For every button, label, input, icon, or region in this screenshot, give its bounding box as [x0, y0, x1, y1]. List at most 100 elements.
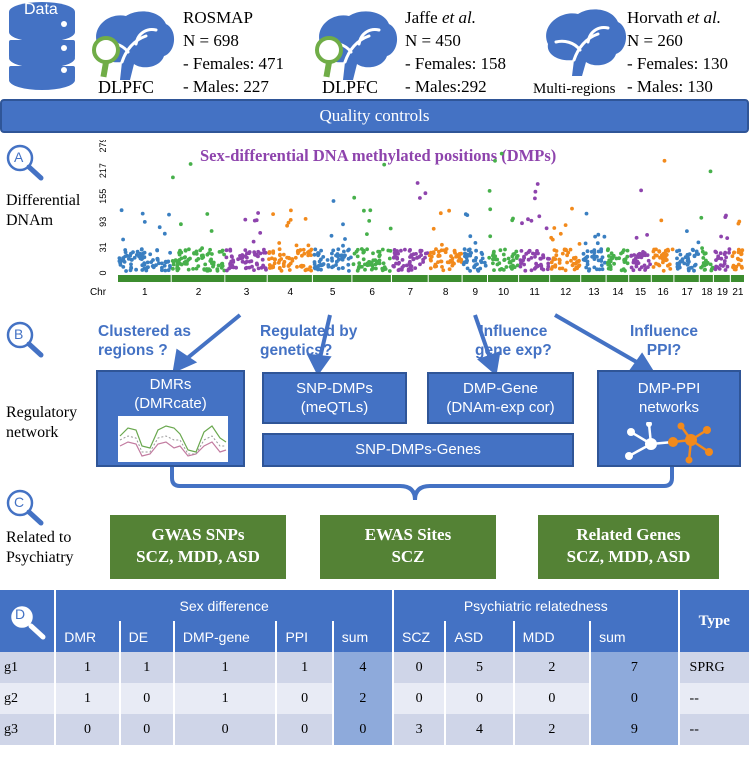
- dmp-point: [249, 259, 254, 264]
- dmp-point: [468, 269, 472, 273]
- dmp-point: [396, 268, 401, 273]
- dmp-point: [397, 260, 401, 265]
- snp-dmps-genes-box: SNP-DMPs-Genes: [262, 433, 574, 467]
- chromosome-label: 7: [408, 287, 414, 298]
- dmp-point: [680, 257, 685, 262]
- manhattan-title: Sex-differential DNA methylated position…: [200, 146, 557, 165]
- gwas-subtitle: SCZ, MDD, ASD: [136, 547, 260, 566]
- dmp-point: [609, 251, 614, 256]
- dmp-point: [319, 267, 323, 272]
- dmp-point: [367, 219, 372, 223]
- dmp-point: [387, 269, 392, 273]
- dmrs-box: DMRs (DMRcate): [96, 370, 245, 467]
- dmp-point: [340, 266, 345, 270]
- dmp-point: [363, 267, 367, 272]
- chromosome-bar: [519, 275, 550, 282]
- dmp-point: [493, 158, 497, 163]
- dmp-point: [597, 267, 602, 272]
- dmp-point: [124, 269, 128, 273]
- dmp-point: [676, 264, 681, 269]
- dmp-point: [380, 247, 385, 252]
- sex-difference-header: Sex difference: [54, 590, 394, 621]
- dmp-point: [236, 257, 241, 262]
- dmp-point: [191, 267, 195, 271]
- dmp-point: [149, 260, 154, 264]
- dmp-point: [288, 218, 293, 222]
- dmp-point: [160, 261, 164, 266]
- dmp-point: [243, 266, 248, 271]
- dmp-point: [566, 250, 571, 255]
- dmp-point: [303, 217, 308, 221]
- dmp-point: [739, 250, 744, 255]
- dmp-point: [487, 189, 492, 193]
- dmp-point: [399, 248, 403, 253]
- quality-controls-label: Quality controls: [319, 106, 430, 125]
- dmp-point: [575, 266, 579, 271]
- dmp-point: [714, 258, 718, 262]
- dmp-point: [309, 268, 313, 273]
- dmp-point: [539, 262, 543, 267]
- dmp-point: [400, 265, 405, 270]
- dmp-point: [558, 231, 563, 236]
- dmp-point: [271, 249, 276, 254]
- dmp-point: [722, 261, 727, 266]
- dmp-point: [336, 266, 341, 271]
- dmp-point: [273, 257, 277, 262]
- dmp-point: [685, 229, 689, 233]
- dmp-point: [632, 258, 636, 263]
- value-cell: 0: [512, 683, 591, 714]
- dmp-point: [529, 218, 534, 223]
- dmp-point: [312, 262, 317, 267]
- dmp-point: [617, 256, 621, 261]
- dmp-point: [520, 221, 524, 226]
- dmp-point: [281, 252, 286, 257]
- dmp-point: [365, 247, 369, 252]
- dmp-point: [418, 196, 422, 200]
- dmp-point: [577, 242, 582, 246]
- value-cell: 2: [512, 652, 591, 683]
- dmp-point: [267, 251, 272, 255]
- ppi-box: DMP-PPI networks: [597, 370, 741, 467]
- dmp-point: [576, 259, 581, 264]
- dmp-point: [511, 216, 515, 221]
- dmp-point: [238, 254, 243, 259]
- dmp-point: [502, 258, 507, 262]
- dmp-point: [142, 255, 147, 260]
- dmp-point: [491, 257, 496, 261]
- dmp-point: [222, 268, 227, 273]
- dmp-point: [247, 265, 252, 270]
- network-icon: [625, 422, 713, 464]
- dmp-point: [207, 251, 211, 255]
- dmp-point: [144, 268, 149, 273]
- dmp-point: [205, 268, 209, 273]
- dmp-point: [700, 249, 705, 254]
- dmp-point: [219, 249, 224, 254]
- gwas-snps-box: GWAS SNPs SCZ, MDD, ASD: [110, 515, 286, 579]
- dmp-point: [282, 259, 287, 264]
- chromosome-label: 12: [560, 287, 572, 298]
- dmp-point: [157, 225, 162, 230]
- dmp-point: [531, 251, 535, 256]
- dmp-point: [514, 256, 519, 260]
- dmp-point: [231, 260, 236, 264]
- dmp-point: [439, 248, 444, 253]
- value-cell: 0: [118, 683, 174, 714]
- dmp-point: [295, 265, 299, 269]
- dmp-point: [641, 253, 646, 258]
- dmp-point: [573, 261, 578, 266]
- dmp-point: [447, 260, 451, 265]
- dmp-point: [553, 263, 558, 267]
- dmp-point: [554, 249, 559, 253]
- value-cell: 0: [54, 714, 120, 745]
- chromosome-bar: [651, 275, 674, 282]
- quality-controls-bar: Quality controls: [0, 99, 749, 133]
- cohort-2-name: Jaffe et al.: [405, 7, 476, 28]
- dmp-point: [171, 259, 176, 264]
- dmp-point: [499, 151, 504, 156]
- dmp-point: [642, 263, 647, 268]
- dmp-point: [198, 248, 203, 253]
- col-header: DMR: [54, 621, 120, 652]
- dmp-point: [140, 268, 145, 272]
- dmp-point: [603, 260, 607, 265]
- dmp-point: [718, 251, 723, 256]
